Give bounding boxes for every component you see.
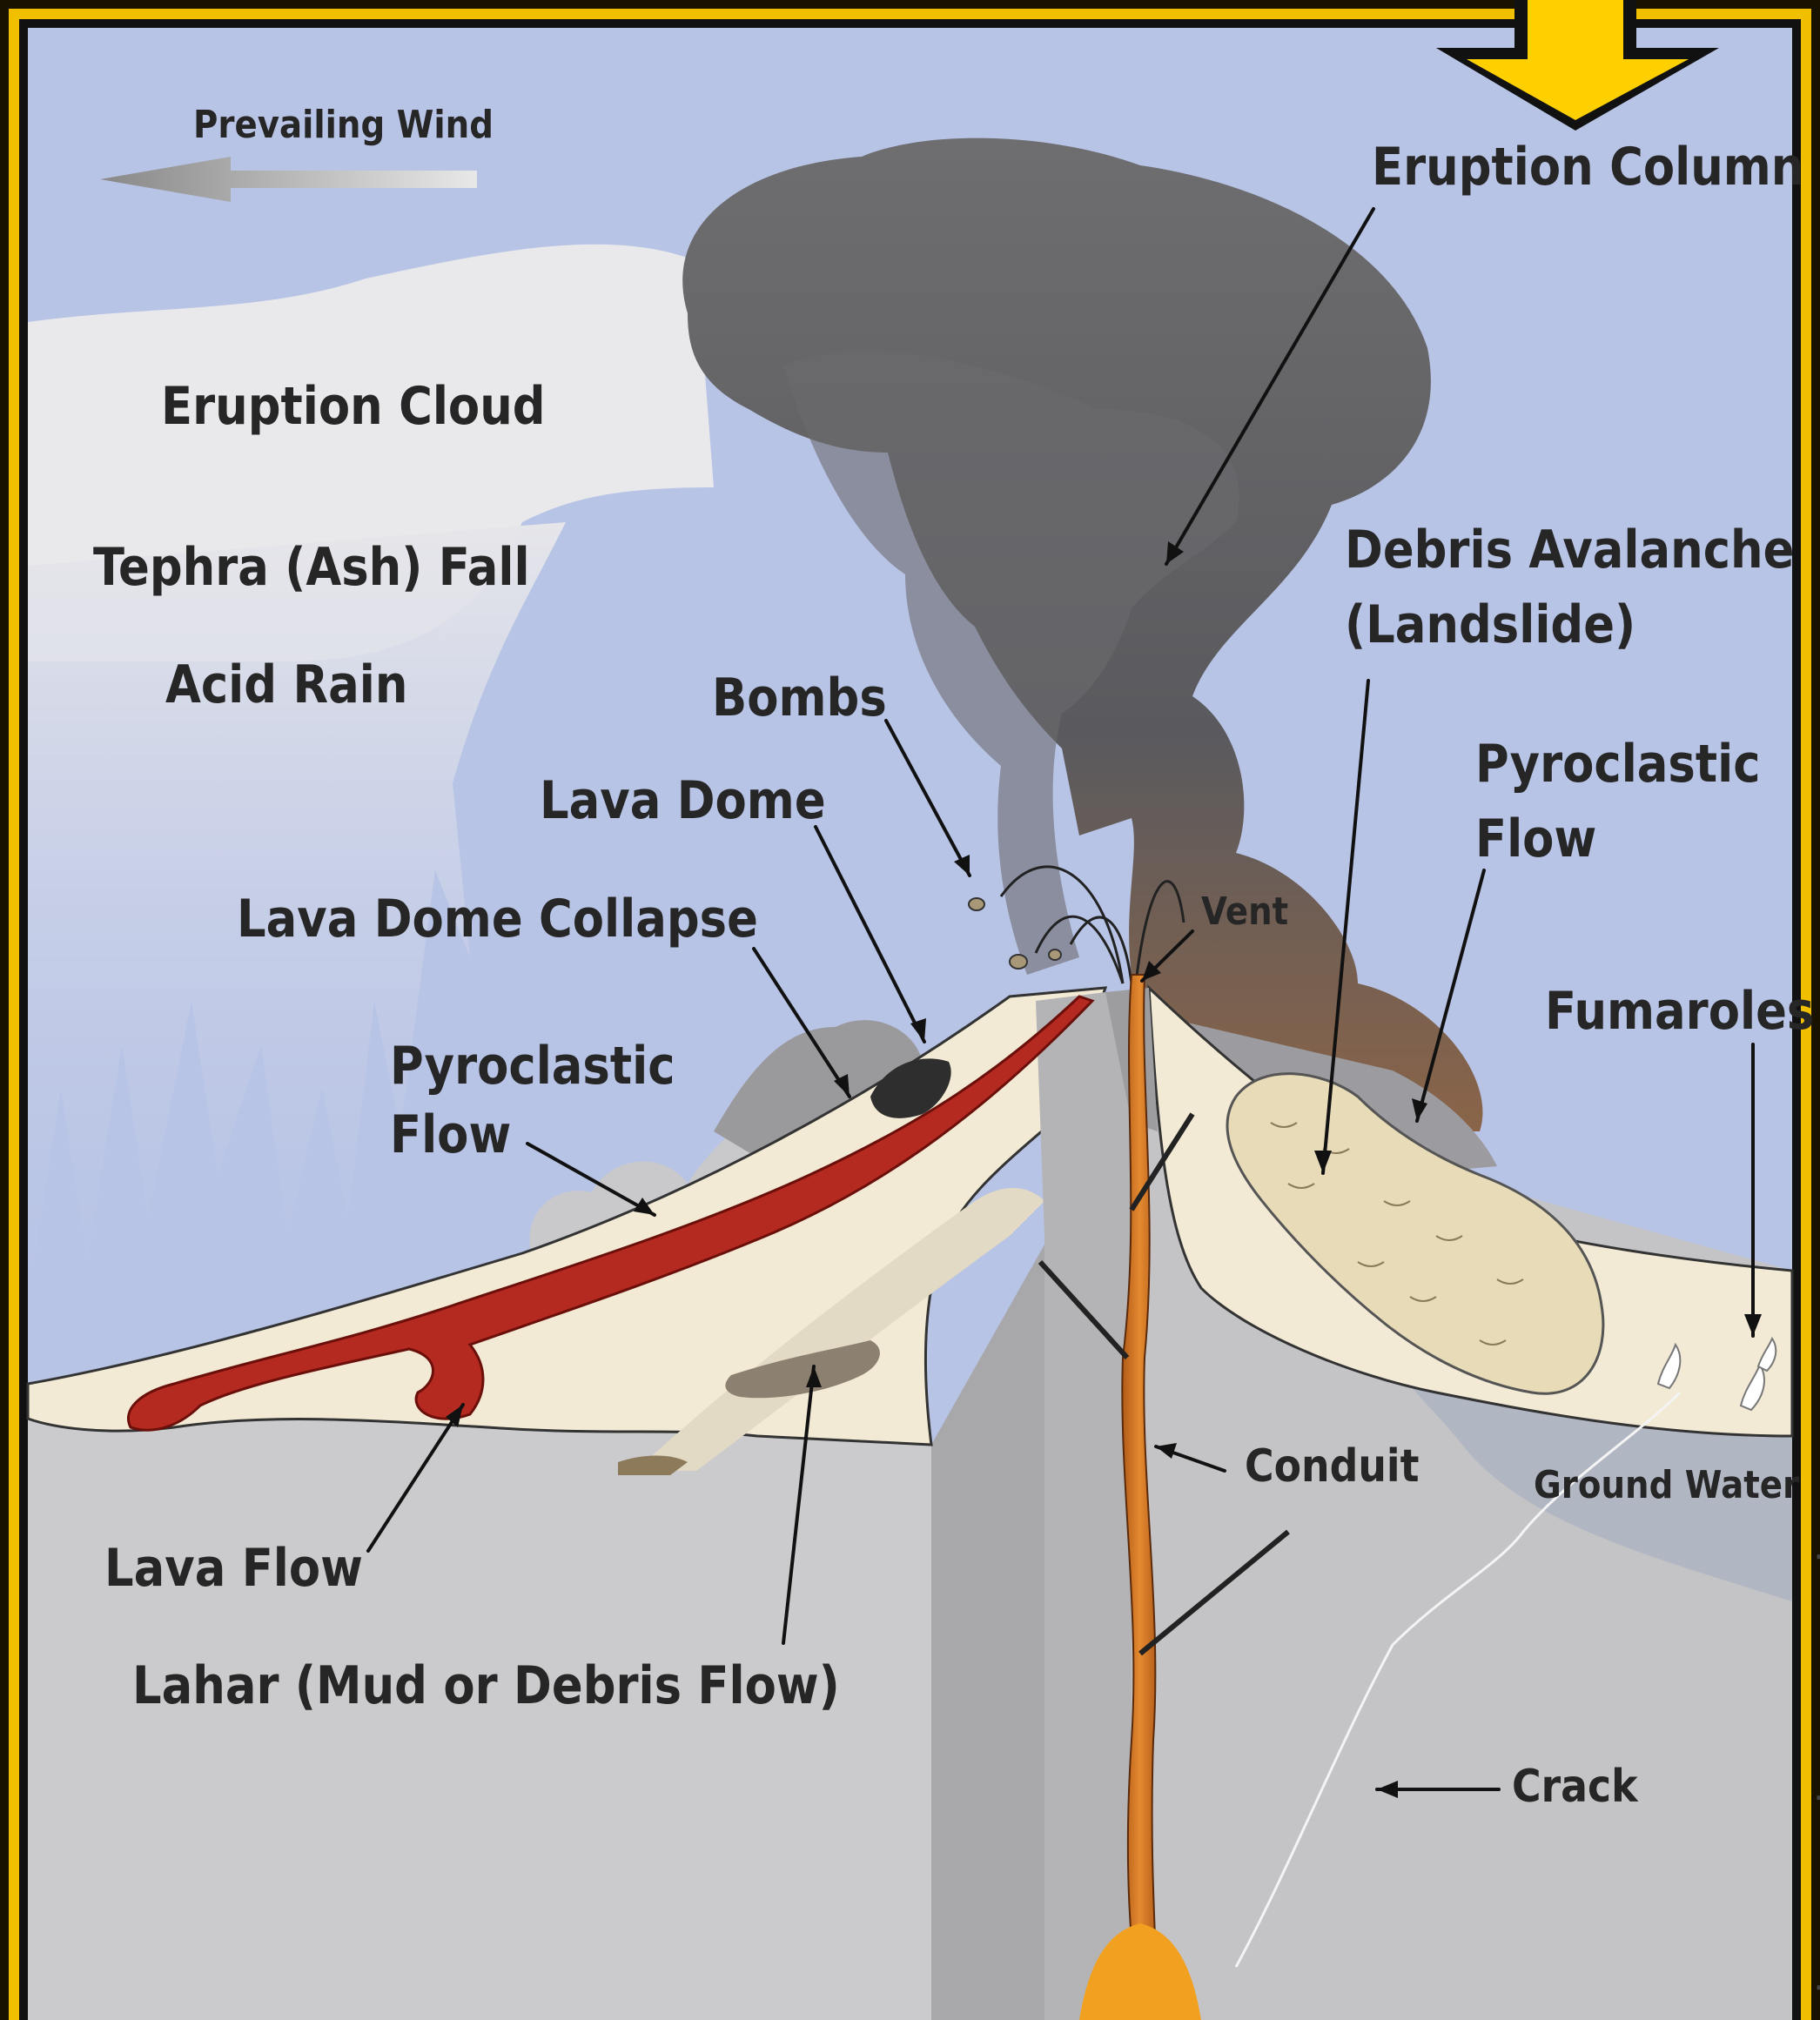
pyroclastic-flow-right-label: Pyroclastic — [1475, 736, 1761, 793]
pyroclastic-flow-right-sub-label: Flow — [1475, 811, 1596, 868]
vent-label: Vent — [1201, 891, 1288, 933]
tephra-fall-label: Tephra (Ash) Fall — [93, 540, 530, 596]
lahar-label: Lahar (Mud or Debris Flow) — [132, 1658, 840, 1715]
ground-water-label: Ground Water — [1534, 1465, 1799, 1507]
acid-rain-label: Acid Rain — [165, 657, 407, 714]
crack-label: Crack — [1512, 1762, 1638, 1811]
pyroclastic-flow-left-label: Pyroclastic — [390, 1038, 675, 1095]
bombs-label: Bombs — [712, 670, 887, 727]
lava-dome-collapse-label: Lava Dome Collapse — [237, 891, 758, 948]
watermark: planetearth.nerc.ac.uk — [1807, 1538, 1820, 2020]
fumaroles-label: Fumaroles — [1545, 983, 1814, 1040]
conduit-label: Conduit — [1245, 1442, 1420, 1491]
crater-cut-face — [1036, 992, 1132, 2020]
lava-dome-label: Lava Dome — [540, 773, 826, 829]
eruption-column-label: Eruption Column — [1372, 139, 1803, 196]
debris-avalanche-sub-label: (Landslide) — [1345, 597, 1635, 654]
prevailing-wind-label: Prevailing Wind — [193, 104, 494, 146]
pyroclastic-flow-left-sub-label: Flow — [390, 1107, 511, 1164]
debris-avalanche-label: Debris Avalanche — [1345, 522, 1794, 579]
lava-flow-label: Lava Flow — [104, 1540, 363, 1597]
eruption-cloud-label: Eruption Cloud — [161, 379, 546, 435]
